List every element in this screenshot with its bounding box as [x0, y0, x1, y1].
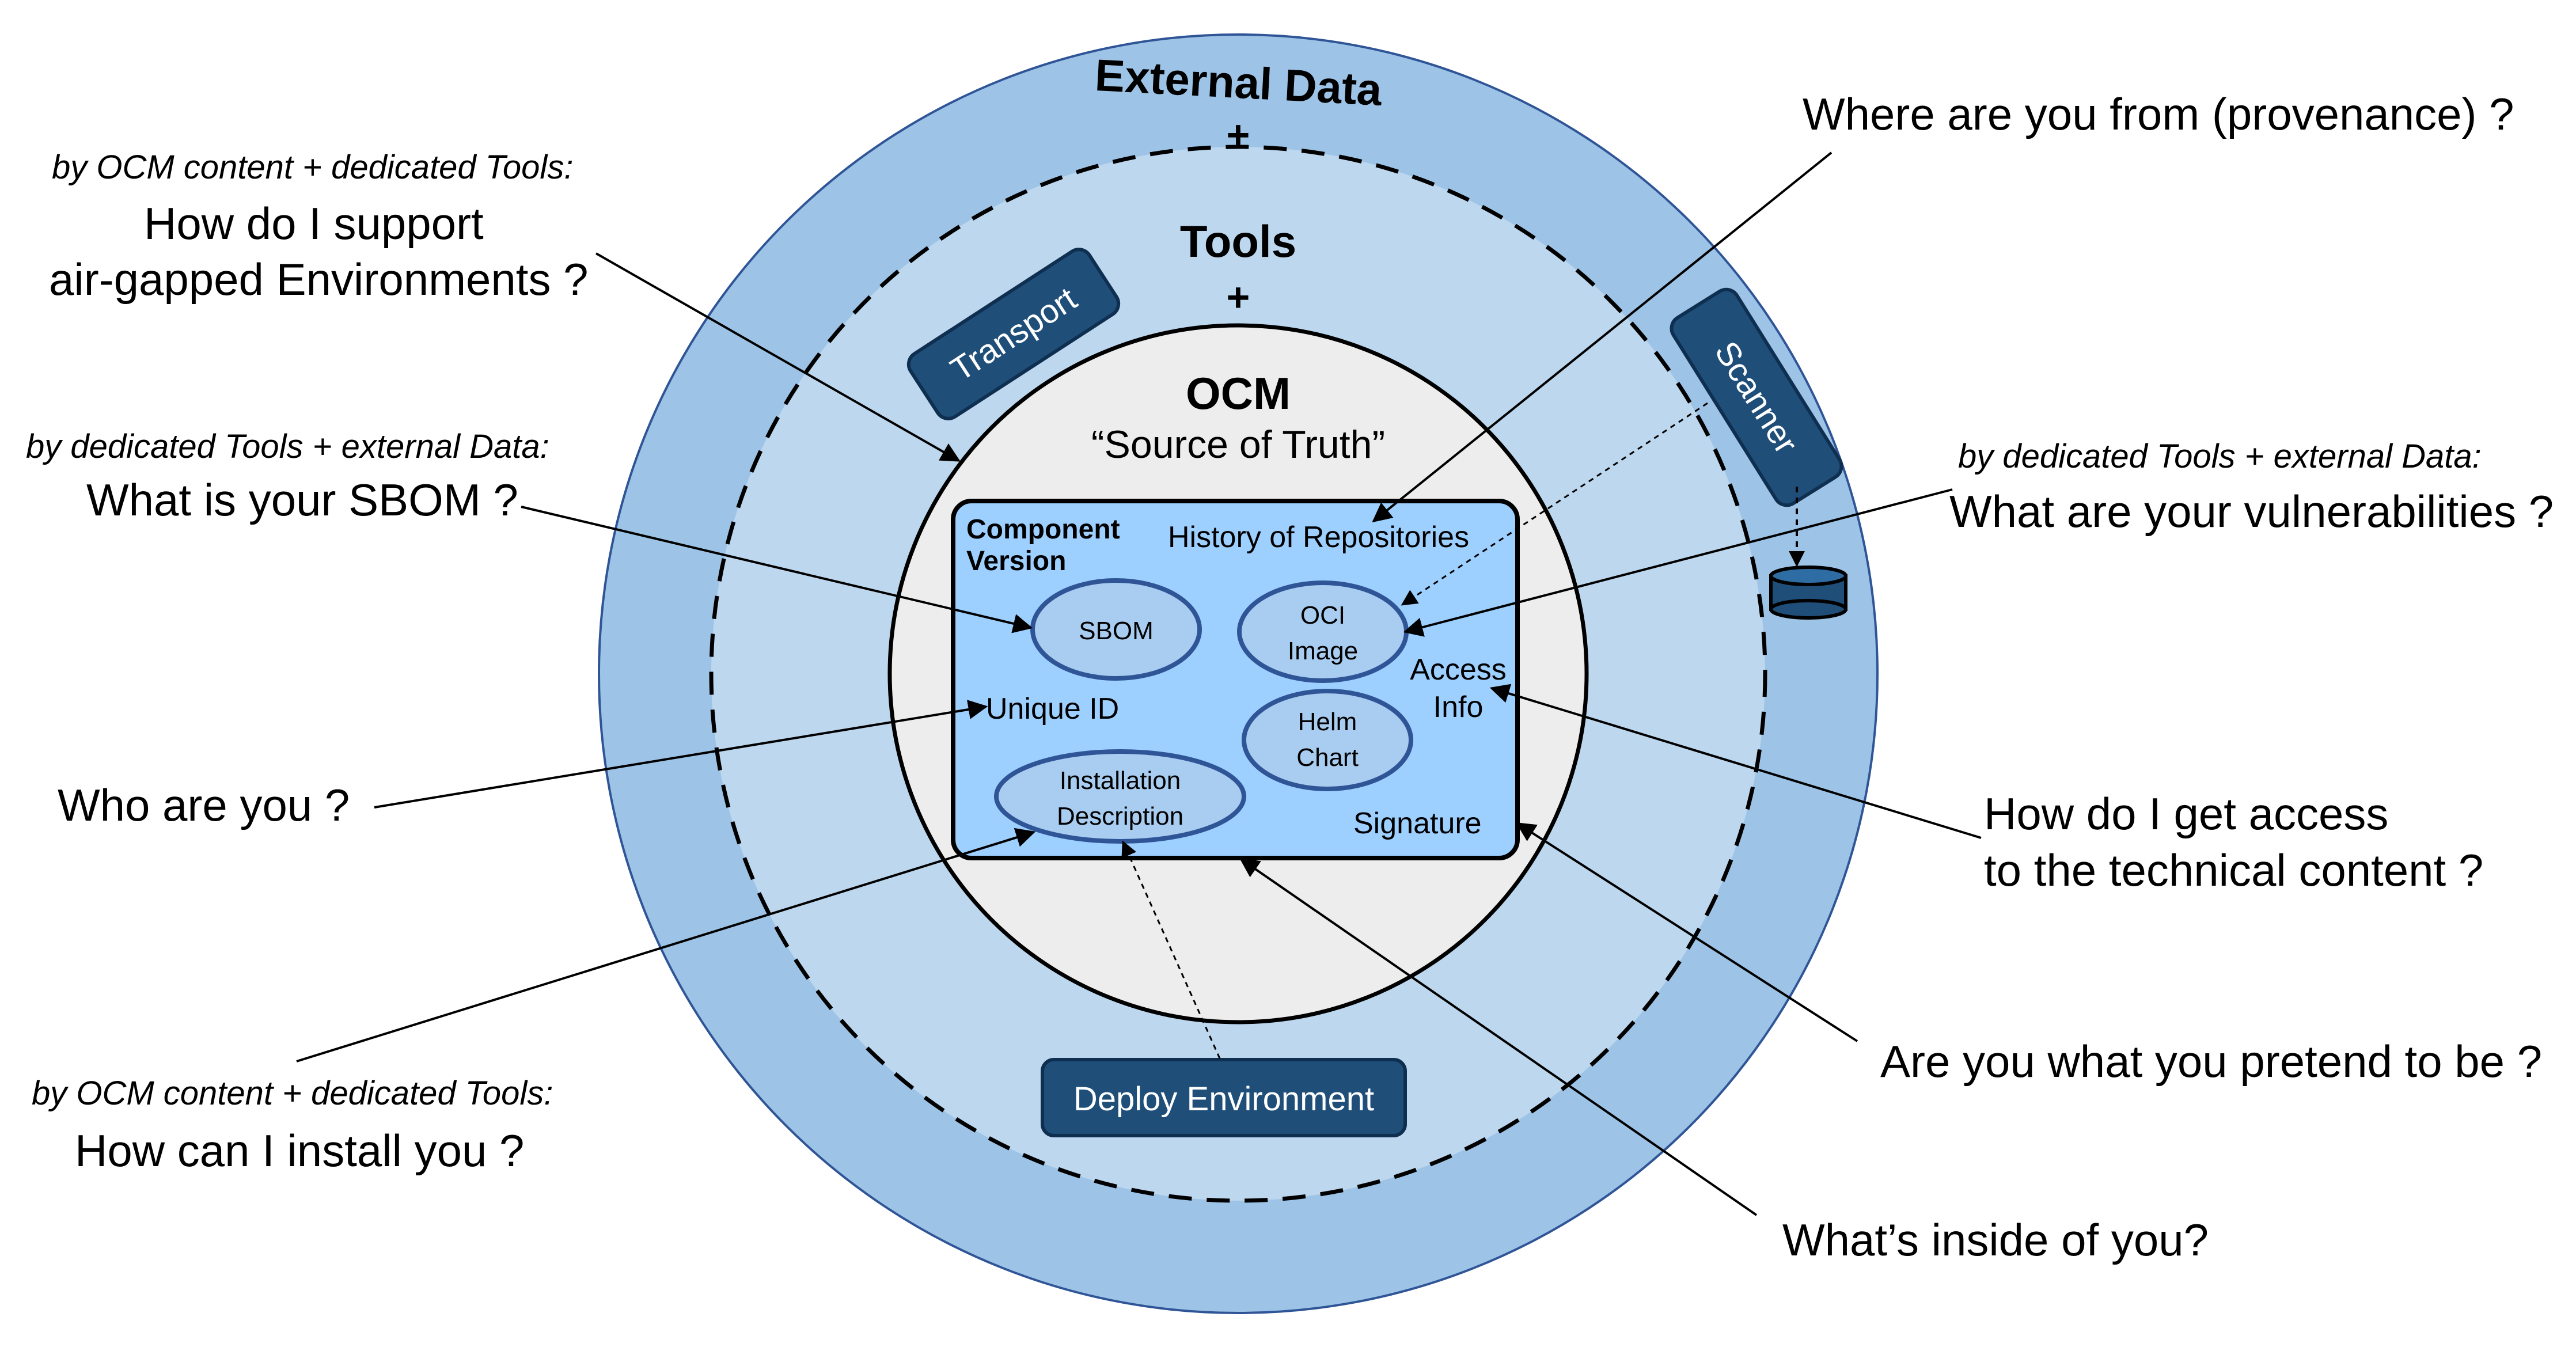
ocm-title: OCM [1186, 368, 1291, 419]
history-of-repositories: History of Repositories [1168, 521, 1469, 554]
access-info-label-2: Info [1433, 690, 1484, 724]
ocm-subtitle: “Source of Truth” [1091, 423, 1385, 466]
helm-chart-label-2: Chart [1296, 743, 1359, 772]
vulnerabilities-question: What are your vulnerabilities ? [1949, 486, 2554, 537]
airgap-note: by OCM content + dedicated Tools: [52, 149, 573, 186]
pretend-question: Are you what you pretend to be ? [1880, 1036, 2542, 1087]
airgap-question: How do I support [144, 198, 484, 249]
inside-leader-line [1239, 858, 1758, 1216]
installation-description-label: Installation [1060, 766, 1181, 795]
tools-plus: + [1227, 275, 1250, 320]
signature-label: Signature [1353, 807, 1482, 840]
vulnerabilities-note: by dedicated Tools + external Data: [1958, 438, 2482, 475]
airgap-leader-line [595, 252, 961, 462]
sbom-question: What is your SBOM ? [86, 475, 518, 525]
unique-id-label: Unique ID [986, 692, 1119, 726]
deploy-environment-box [1041, 1058, 1407, 1137]
oci-image-label: OCI [1300, 601, 1345, 629]
transport-box [906, 248, 1121, 420]
provenance-question: Where are you from (provenance) ? [1803, 89, 2514, 139]
access-question: How do I get access [1984, 788, 2388, 839]
install-note: by OCM content + dedicated Tools: [32, 1075, 553, 1112]
install-leader-line [296, 828, 1036, 1062]
component-version-label: Component [966, 514, 1120, 545]
component-version-label-2: Version [966, 546, 1066, 576]
deploy-environment-label: Deploy Environment [1073, 1080, 1374, 1118]
signature-leader-line [1516, 822, 1858, 1042]
installation-description-ellipse [994, 749, 1246, 844]
install-question: How can I install you ? [75, 1125, 524, 1176]
scanner-box [1670, 287, 1843, 507]
oci-image-ellipse [1237, 580, 1409, 683]
inside-question: What’s inside of you? [1782, 1215, 2209, 1265]
installation-description-label-2: Description [1057, 802, 1183, 830]
helm-chart-ellipse [1242, 689, 1413, 791]
sbom-label: SBOM [1079, 617, 1154, 645]
access-question-2: to the technical content ? [1984, 845, 2483, 895]
database-icon [1769, 566, 1847, 620]
helm-chart-label: Helm [1298, 708, 1357, 736]
external-data-plus: + [1227, 112, 1250, 157]
access-info-label: Access [1410, 653, 1507, 686]
airgap-question-2: air-gapped Environments ? [49, 254, 589, 305]
sbom-note: by dedicated Tools + external Data: [26, 428, 549, 465]
who-leader-line [374, 700, 988, 809]
scanner-to-oci-arrow [1401, 402, 1708, 606]
deploy-to-installation-arrow [1121, 840, 1221, 1059]
tools-title: Tools [1180, 216, 1296, 267]
oci-image-label-2: Image [1288, 637, 1358, 665]
who-question: Who are you ? [58, 780, 350, 830]
sbom-leader-line [521, 506, 1033, 633]
access-leader-line [1489, 684, 1982, 839]
provenance-leader-line [1372, 151, 1833, 523]
vulnerabilities-leader-line [1403, 488, 1953, 637]
